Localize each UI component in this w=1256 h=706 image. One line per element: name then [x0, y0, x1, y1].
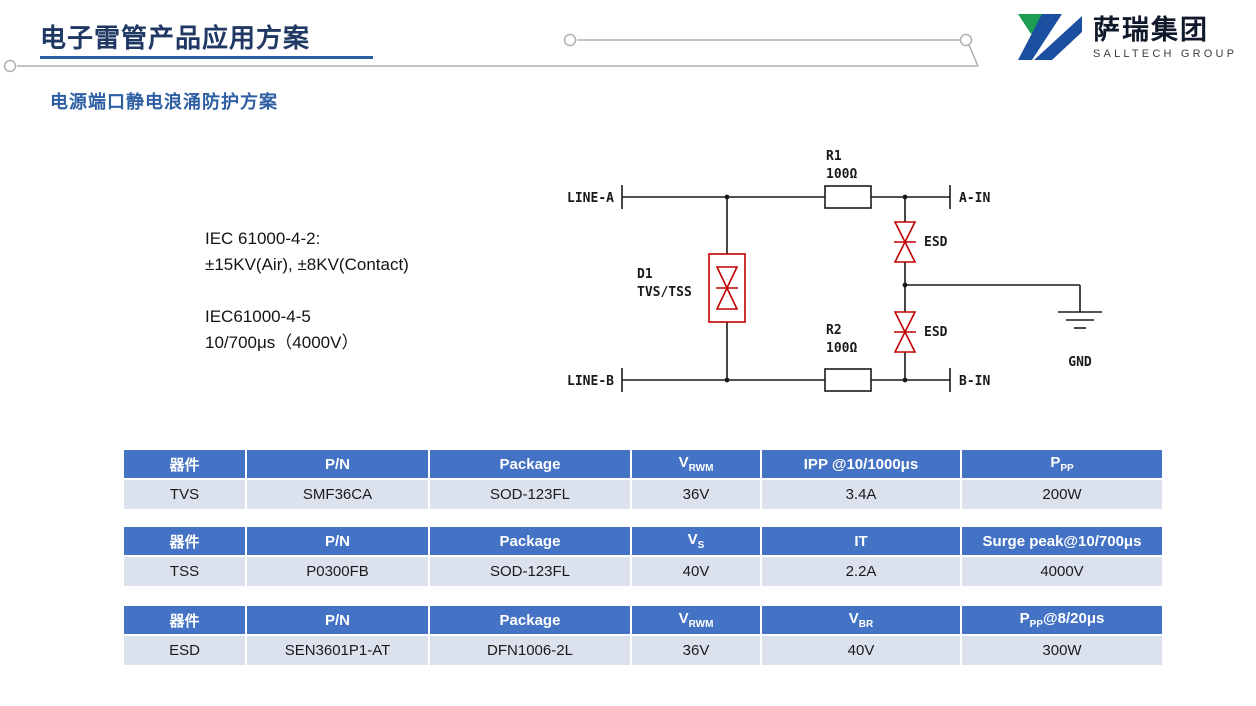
junction-node: [902, 377, 908, 383]
col-header-package: Package: [428, 525, 632, 557]
esd1-diode-lower: [893, 240, 917, 263]
col-header-pn: P/N: [245, 604, 430, 636]
col-header-device: 器件: [122, 604, 247, 636]
col-header-vrwm: VRWM: [630, 448, 762, 480]
label-esd1: ESD: [924, 235, 948, 250]
label-a-in: A-IN: [959, 191, 990, 206]
iec-spec-line-3: IEC61000-4-5: [205, 307, 311, 326]
junction-node: [902, 282, 908, 288]
col-header-vs: VS: [630, 525, 762, 557]
iec-spec-line-2: ±15KV(Air), ±8KV(Contact): [205, 255, 409, 274]
cell-surge-peak: 4000V: [960, 555, 1164, 588]
label-d1-type: TVS/TSS: [637, 285, 692, 300]
table-data-row: ESD SEN3601P1-AT DFN1006-2L 36V 40V 300W: [122, 634, 1164, 667]
component-table-tvs: 器件 P/N Package VRWM IPP @10/1000μs PPP T…: [122, 448, 1164, 511]
cell-vrwm: 36V: [630, 478, 762, 511]
table-data-row: TVS SMF36CA SOD-123FL 36V 3.4A 200W: [122, 478, 1164, 511]
d1-diode-upper: [715, 266, 739, 290]
col-header-ppp: PPP: [960, 448, 1164, 480]
col-header-device: 器件: [122, 525, 247, 557]
cell-device: ESD: [122, 634, 247, 667]
label-esd2: ESD: [924, 325, 948, 340]
col-header-device: 器件: [122, 448, 247, 480]
label-r2: R2: [826, 323, 842, 338]
logo-group-name: SALLTECH GROUP: [1093, 47, 1238, 60]
table-header-row: 器件 P/N Package VRWM IPP @10/1000μs PPP: [122, 448, 1164, 480]
title-underline: [40, 56, 373, 59]
decor-node-mid: [563, 33, 577, 47]
esd2-diode-lower: [893, 330, 917, 353]
cell-ipp: 3.4A: [760, 478, 962, 511]
label-line-b: LINE-B: [567, 374, 614, 389]
cell-vbr: 40V: [760, 634, 962, 667]
esd2-diode-upper: [893, 311, 917, 334]
component-table-tss: 器件 P/N Package VS IT Surge peak@10/700μs…: [122, 525, 1164, 588]
col-header-package: Package: [428, 448, 632, 480]
esd1-diode-upper: [893, 221, 917, 244]
cell-it: 2.2A: [760, 555, 962, 588]
table-header-row: 器件 P/N Package VS IT Surge peak@10/700μs: [122, 525, 1164, 557]
col-header-ppp-820: PPP@8/20μs: [960, 604, 1164, 636]
col-header-pn: P/N: [245, 525, 430, 557]
label-r1: R1: [826, 149, 842, 164]
col-header-ipp: IPP @10/1000μs: [760, 448, 962, 480]
cell-ppp: 200W: [960, 478, 1164, 511]
logo-company-name: 萨瑞集团: [1093, 14, 1209, 45]
circuit-diagram: LINE-A LINE-B A-IN B-IN R1 100Ω R2 100Ω …: [567, 149, 1102, 392]
cell-package: SOD-123FL: [428, 555, 632, 588]
table-data-row: TSS P0300FB SOD-123FL 40V 2.2A 4000V: [122, 555, 1164, 588]
col-header-package: Package: [428, 604, 632, 636]
d1-diode-lower: [715, 286, 739, 310]
decor-node-right: [959, 33, 973, 47]
label-gnd: GND: [1068, 355, 1092, 370]
component-tables: 器件 P/N Package VRWM IPP @10/1000μs PPP T…: [122, 448, 1164, 667]
col-header-pn: P/N: [245, 448, 430, 480]
iec-spec-line-4: 10/700μs（4000V）: [205, 333, 359, 352]
cell-vs: 40V: [630, 555, 762, 588]
page-title: 电子雷管产品应用方案: [40, 23, 311, 53]
iec-spec-line-1: IEC 61000-4-2:: [205, 229, 321, 248]
col-header-it: IT: [760, 525, 962, 557]
cell-package: DFN1006-2L: [428, 634, 632, 667]
cell-pn: P0300FB: [245, 555, 430, 588]
company-logo: 萨瑞集团 SALLTECH GROUP: [1016, 8, 1237, 66]
col-header-surge-peak: Surge peak@10/700μs: [960, 525, 1164, 557]
logo-mark-icon: [1018, 14, 1082, 60]
table-header-row: 器件 P/N Package VRWM VBR PPP@8/20μs: [122, 604, 1164, 636]
label-r2-value: 100Ω: [826, 341, 857, 356]
label-b-in: B-IN: [959, 374, 990, 389]
label-r1-value: 100Ω: [826, 167, 857, 182]
resistor-r1: [824, 185, 872, 209]
cell-ppp-820: 300W: [960, 634, 1164, 667]
junction-node: [902, 194, 908, 200]
component-table-esd: 器件 P/N Package VRWM VBR PPP@8/20μs ESD S…: [122, 604, 1164, 667]
junction-node: [724, 194, 730, 200]
iec-spec-block: IEC 61000-4-2: ±15KV(Air), ±8KV(Contact)…: [205, 226, 409, 356]
junction-node: [724, 377, 730, 383]
cell-device: TVS: [122, 478, 247, 511]
resistor-r2: [824, 368, 872, 392]
cell-vrwm: 36V: [630, 634, 762, 667]
cell-package: SOD-123FL: [428, 478, 632, 511]
label-line-a: LINE-A: [567, 191, 614, 206]
cell-pn: SEN3601P1-AT: [245, 634, 430, 667]
page-subtitle: 电源端口静电浪涌防护方案: [50, 92, 278, 112]
cell-pn: SMF36CA: [245, 478, 430, 511]
cell-device: TSS: [122, 555, 247, 588]
col-header-vrwm: VRWM: [630, 604, 762, 636]
decor-node-left: [3, 59, 17, 73]
col-header-vbr: VBR: [760, 604, 962, 636]
label-d1: D1: [637, 267, 653, 282]
decor-line-diagonal: [968, 44, 979, 67]
